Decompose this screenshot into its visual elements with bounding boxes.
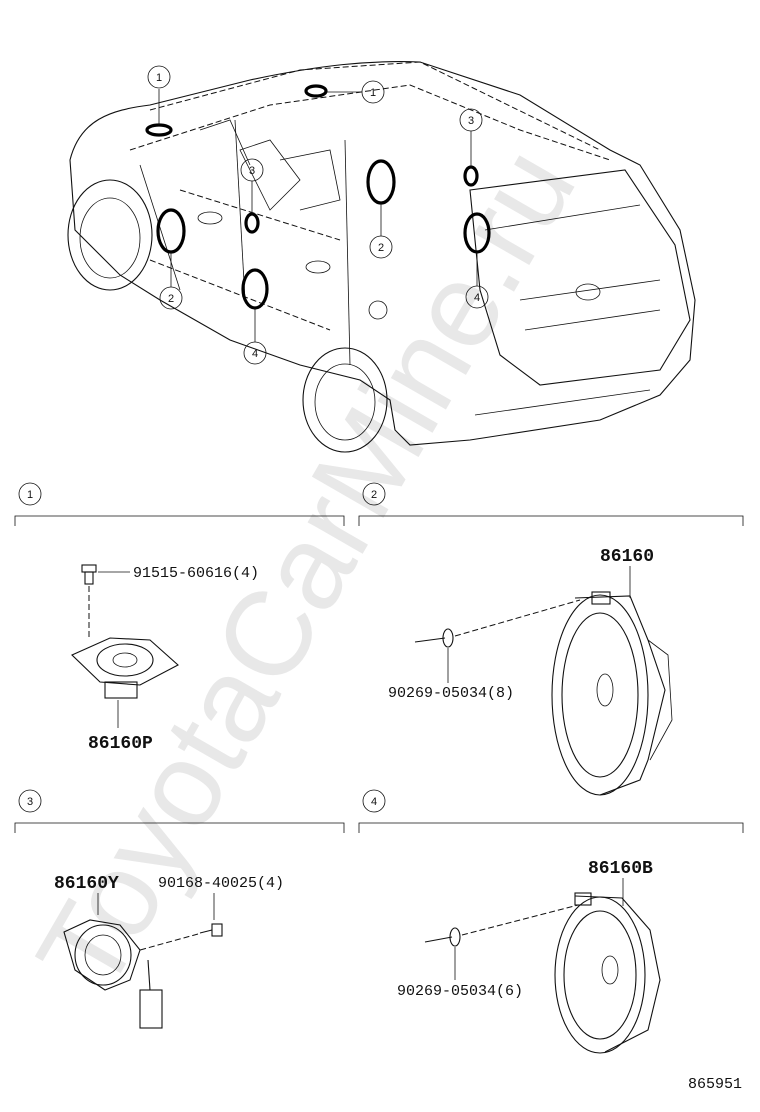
fastener-label: 91515-60616(4)	[133, 565, 259, 582]
small-bolt-icon	[199, 923, 223, 937]
mid-speaker-icon	[63, 919, 163, 1029]
callout-1-front: 1	[147, 65, 171, 89]
section-1: 1 91515-60616(4) 86160P	[14, 482, 345, 754]
section-1-number: 1	[27, 489, 33, 501]
rear-door-speaker-icon	[554, 892, 661, 1054]
callout-2-left: 2	[159, 286, 183, 310]
callout-3-right: 3	[459, 108, 483, 132]
screw-icon	[424, 927, 461, 947]
callout-4-left: 4	[243, 341, 267, 365]
svg-text:2: 2	[378, 242, 384, 254]
section-2: 2 86160 90269-05034(8)	[358, 482, 744, 796]
part-label-86160: 86160	[600, 547, 654, 567]
overview-callouts: 1 1 2 2 3 3 4 4	[147, 65, 489, 365]
svg-text:4: 4	[252, 348, 258, 360]
part-label-86160P: 86160P	[88, 734, 153, 754]
section-4: 4 86160B 90269-05034(6)	[358, 789, 744, 1054]
tweeter-speaker-icon	[71, 637, 179, 699]
callout-3-left: 3	[240, 158, 264, 182]
svg-text:2: 2	[168, 293, 174, 305]
section-3: 3 86160Y 90168-40025(4)	[14, 789, 345, 1029]
car-overview-illustration	[67, 61, 696, 453]
svg-text:3: 3	[249, 165, 255, 177]
part-label-86160Y: 86160Y	[54, 874, 119, 894]
door-speaker-icon	[551, 591, 673, 796]
callout-2-right: 2	[369, 235, 393, 259]
fastener-label: 90168-40025(4)	[158, 875, 284, 892]
svg-text:3: 3	[468, 115, 474, 127]
section-2-number: 2	[371, 489, 377, 501]
fastener-label: 90269-05034(6)	[397, 983, 523, 1000]
section-3-number: 3	[27, 796, 33, 808]
fastener-label: 90269-05034(8)	[388, 685, 514, 702]
screw-icon	[414, 628, 454, 648]
diagram-id: 865951	[688, 1076, 742, 1093]
section-4-number: 4	[371, 796, 377, 808]
svg-text:4: 4	[474, 292, 480, 304]
svg-text:1: 1	[370, 87, 376, 99]
bolt-icon	[81, 564, 97, 585]
callout-4-right: 4	[465, 285, 489, 309]
part-label-86160B: 86160B	[588, 859, 653, 879]
svg-text:1: 1	[156, 72, 162, 84]
callout-1-center: 1	[361, 80, 385, 104]
